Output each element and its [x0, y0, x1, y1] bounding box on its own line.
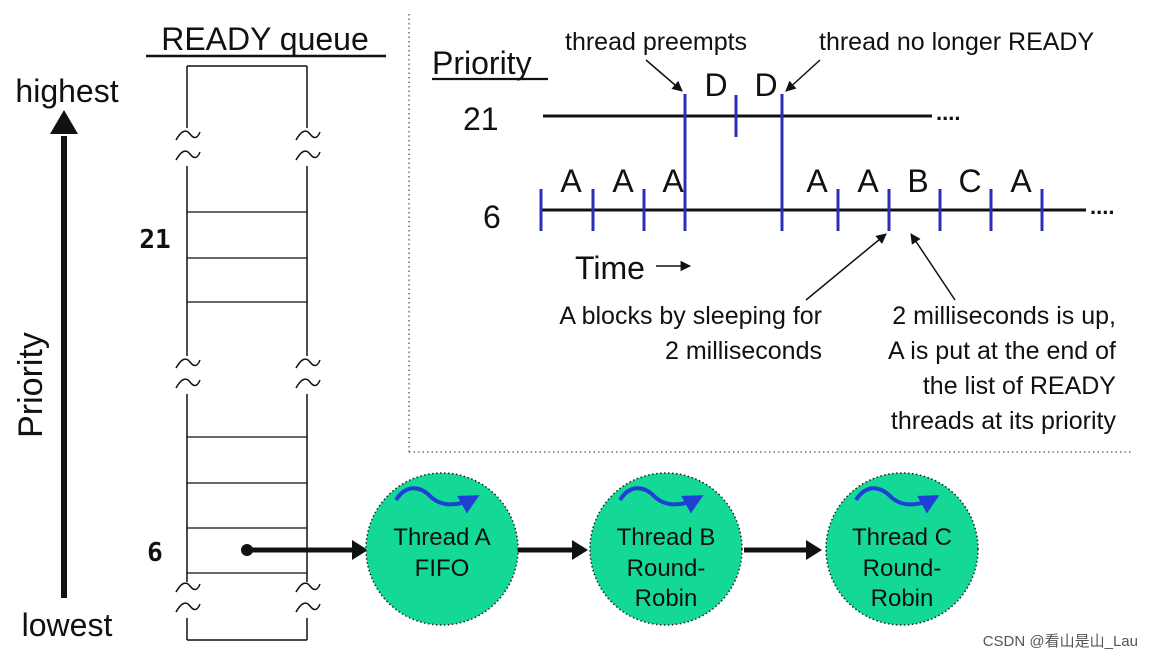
- up-pointer-arrow: [910, 233, 956, 301]
- blocks-pointer-arrow: [805, 233, 887, 301]
- no-longer-ready-pointer-arrow: [785, 59, 821, 92]
- annotation-up-line1: 2 milliseconds is up,: [892, 302, 1116, 330]
- annotation-blocks-line1: A blocks by sleeping for: [559, 302, 822, 330]
- thread-wave-icon: [854, 486, 940, 514]
- thread-c-node: Thread C Round- Robin: [825, 472, 979, 626]
- thread-policy: Robin: [871, 585, 934, 612]
- thread-wave-icon: [618, 486, 704, 514]
- timeline-letter: C: [958, 163, 981, 199]
- timeline-row-6-label: 6: [483, 199, 501, 235]
- thread-policy: Round-: [627, 555, 706, 582]
- timeline-6-ticks: [539, 189, 1044, 231]
- thread-name: Thread B: [617, 524, 716, 551]
- preempts-pointer-arrow: [645, 59, 683, 92]
- thread-node-circle: [825, 472, 979, 626]
- annotation-up-line4: threads at its priority: [891, 407, 1117, 435]
- timeline-6-continuation: ....: [1090, 194, 1114, 219]
- annotation-no-longer-ready: thread no longer READY: [819, 28, 1094, 56]
- thread-name: Thread C: [852, 524, 952, 551]
- annotation-blocks-line2: 2 milliseconds: [665, 337, 822, 365]
- queue-priority-6-label: 6: [147, 538, 163, 568]
- thread-node-circle: [589, 472, 743, 626]
- axis-highest-label: highest: [15, 73, 118, 109]
- annotation-preempts: thread preempts: [565, 28, 747, 56]
- axis-priority-label: Priority: [12, 332, 50, 438]
- thread-name: Thread A: [393, 524, 490, 551]
- annotation-up-line3: the list of READY: [923, 372, 1116, 400]
- timeline-letter: A: [560, 163, 582, 199]
- ready-queue-title: READY queue: [161, 21, 369, 57]
- timeline-letter: A: [857, 163, 879, 199]
- axis-lowest-label: lowest: [22, 607, 113, 643]
- ready-queue: READY queue: [139, 21, 386, 641]
- thread-policy: FIFO: [415, 555, 470, 582]
- timeline-row-21-label: 21: [463, 101, 499, 137]
- thread-b-node: Thread B Round- Robin: [589, 472, 743, 626]
- timeline-letter-d: D: [704, 67, 727, 103]
- time-label: Time: [575, 250, 645, 286]
- queue-priority-21-label: 21: [139, 225, 170, 255]
- arrow-right-icon: [352, 540, 368, 560]
- timeline-letter: A: [612, 163, 634, 199]
- arrow-right-icon: [572, 540, 588, 560]
- timeline-priority-title: Priority: [432, 45, 532, 81]
- thread-wave-icon: [394, 486, 480, 514]
- watermark: CSDN @看山是山_Lau: [983, 633, 1138, 650]
- thread-policy: Round-: [863, 555, 942, 582]
- break-marks: [175, 128, 321, 618]
- timeline-letter: B: [907, 163, 928, 199]
- timeline-letter-d: D: [754, 67, 777, 103]
- thread-node-circle: [365, 472, 519, 626]
- timeline-letter: A: [662, 163, 684, 199]
- annotation-up-line2: A is put at the end of: [888, 337, 1116, 365]
- thread-policy: Robin: [635, 585, 698, 612]
- timeline-21-continuation: ....: [936, 100, 960, 125]
- timeline-letter: A: [806, 163, 828, 199]
- timeline-inset: Priority 21 6 .... .... D D A A A: [408, 14, 1133, 453]
- thread-a-node: Thread A FIFO: [365, 472, 519, 626]
- thread-list: Thread A FIFO Thread B Round- Robin Thre…: [241, 472, 979, 626]
- priority-axis: highest lowest Priority: [12, 73, 119, 643]
- timeline-letter: A: [1010, 163, 1032, 199]
- up-arrow-icon: [50, 110, 78, 134]
- arrow-right-icon: [806, 540, 822, 560]
